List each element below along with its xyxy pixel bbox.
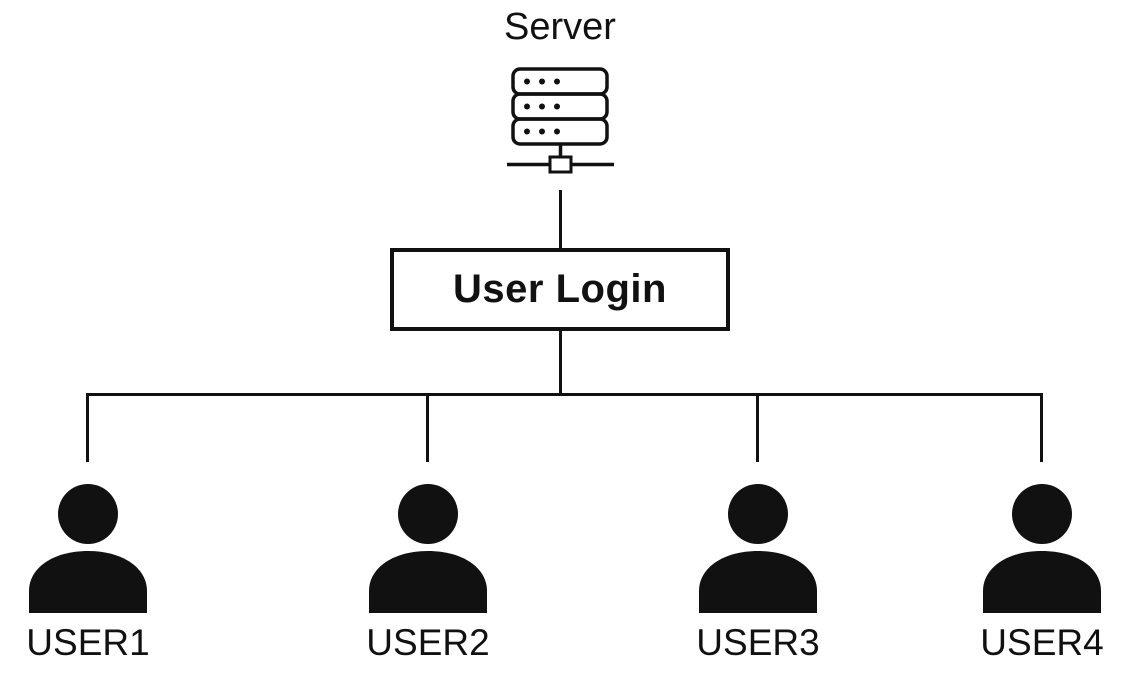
user-label: USER2	[366, 622, 490, 663]
login-box-label: User Login	[453, 267, 667, 311]
user-node-1: USER1	[6, 481, 170, 661]
branch-drop-user4	[1040, 393, 1043, 462]
branch-drop-user3	[756, 393, 759, 462]
connector-login-to-branch	[559, 331, 562, 395]
branch-drop-user2	[426, 393, 429, 462]
user-node-4: USER4	[960, 481, 1124, 661]
person-icon	[982, 481, 1102, 613]
person-icon	[698, 481, 818, 613]
connector-server-to-login	[559, 190, 562, 248]
server-label: Server	[504, 6, 616, 48]
branch-drop-user1	[86, 393, 89, 462]
user-label: USER1	[26, 622, 150, 663]
user-node-2: USER2	[346, 481, 510, 661]
person-icon	[368, 481, 488, 613]
branch-bar	[86, 393, 1043, 396]
login-box: User Login	[390, 248, 730, 331]
user-label: USER4	[980, 622, 1104, 663]
user-node-3: USER3	[676, 481, 840, 661]
person-icon	[28, 481, 148, 613]
server-rack-icon	[505, 64, 615, 176]
user-label: USER3	[696, 622, 820, 663]
